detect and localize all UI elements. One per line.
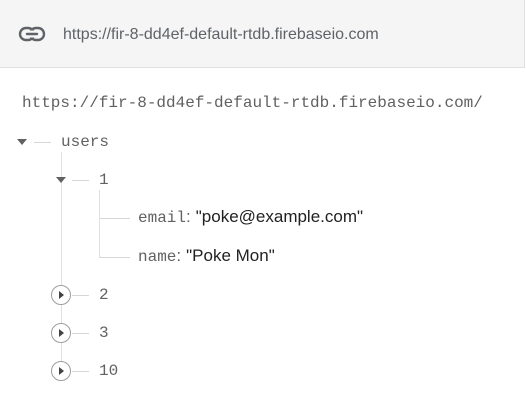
users-guide-line — [61, 152, 62, 372]
leaf-value-name[interactable]: "Poke Mon" — [186, 246, 275, 265]
leaf-key-email: email — [138, 209, 187, 227]
node-key-3[interactable]: 3 — [99, 324, 109, 342]
node-3-connector — [72, 333, 89, 334]
expand-node-10-button[interactable] — [51, 361, 71, 381]
database-url[interactable]: https://fir-8-dd4ef-default-rtdb.firebas… — [63, 26, 379, 43]
email-connector — [100, 218, 130, 219]
node-key-10[interactable]: 10 — [99, 362, 119, 380]
leaf-key-name: name — [138, 248, 177, 266]
root-node-url[interactable]: https://fir-8-dd4ef-default-rtdb.firebas… — [22, 94, 483, 112]
leaf-email[interactable]: email:"poke@example.com" — [138, 206, 363, 229]
leaf-value-email[interactable]: "poke@example.com" — [195, 207, 364, 226]
node-1-connector — [72, 180, 89, 181]
expand-node-2-button[interactable] — [51, 285, 71, 305]
node-2-connector — [72, 295, 89, 296]
link-icon[interactable] — [18, 24, 46, 44]
name-connector — [100, 257, 130, 258]
url-bar: https://fir-8-dd4ef-default-rtdb.firebas… — [0, 0, 525, 68]
leaf-name[interactable]: name:"Poke Mon" — [138, 245, 275, 268]
expand-node-3-button[interactable] — [51, 323, 71, 343]
chevron-right-icon — [59, 367, 64, 375]
leaf-separator: : — [176, 246, 182, 265]
node-key-users[interactable]: users — [61, 133, 110, 151]
node-key-2[interactable]: 2 — [99, 286, 109, 304]
node-10-connector — [72, 371, 89, 372]
collapse-node-1-icon[interactable] — [56, 177, 66, 183]
collapse-users-icon[interactable] — [17, 139, 27, 145]
chevron-right-icon — [59, 329, 64, 337]
chevron-right-icon — [59, 291, 64, 299]
users-connector — [34, 142, 51, 143]
node-1-guide-line — [99, 190, 100, 258]
node-key-1[interactable]: 1 — [99, 171, 109, 189]
leaf-separator: : — [186, 207, 191, 226]
